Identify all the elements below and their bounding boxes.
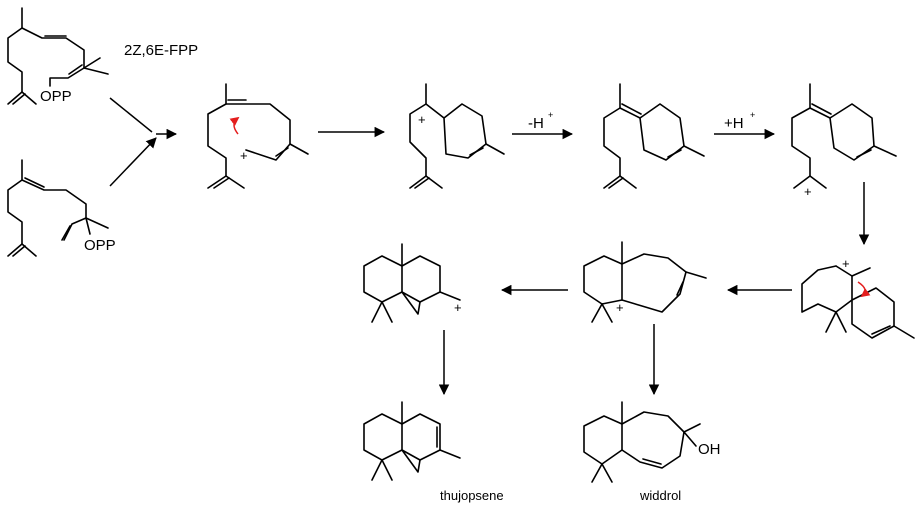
minus-h-superscript: + — [548, 110, 553, 120]
cation-charge-3: + — [804, 184, 812, 199]
electron-push-arrow-1 — [229, 116, 240, 135]
bicyclic-cation-structure — [583, 241, 707, 323]
fpp-2z6e-structure — [7, 7, 109, 105]
cation-charge-2: + — [418, 112, 426, 127]
converge-arrow-bottom — [109, 137, 157, 187]
oh-label: OH — [698, 441, 721, 458]
spiro-cation-structure — [801, 265, 915, 339]
cation-charge-5: + — [616, 300, 624, 315]
bisabolene-structure — [603, 83, 705, 189]
protonated-cation-structure — [791, 83, 897, 189]
fpp-name-label: 2Z,6E-FPP — [124, 42, 198, 59]
plus-h-superscript: + — [750, 110, 755, 120]
bisabolyl-cation-structure — [409, 83, 505, 189]
cation-charge-4: + — [842, 256, 850, 271]
allylic-cation-structure — [207, 83, 309, 189]
cation-charge-1: + — [240, 148, 248, 163]
widdrol-structure — [583, 401, 701, 483]
opp-label-1: OPP — [40, 88, 72, 105]
electron-push-arrow-2 — [857, 281, 871, 298]
cyclopropyl-cation-structure — [363, 243, 461, 323]
widdrol-label: widdrol — [639, 488, 681, 503]
thujopsene-structure — [363, 401, 461, 481]
cation-charge-6: + — [454, 300, 462, 315]
converge-arrow-top — [109, 97, 153, 133]
nerolidyl-pp-structure — [7, 159, 109, 257]
minus-h-label: -H — [528, 115, 544, 132]
thujopsene-label: thujopsene — [440, 488, 504, 503]
plus-h-label: +H — [724, 115, 744, 132]
opp-label-2: OPP — [84, 237, 116, 254]
